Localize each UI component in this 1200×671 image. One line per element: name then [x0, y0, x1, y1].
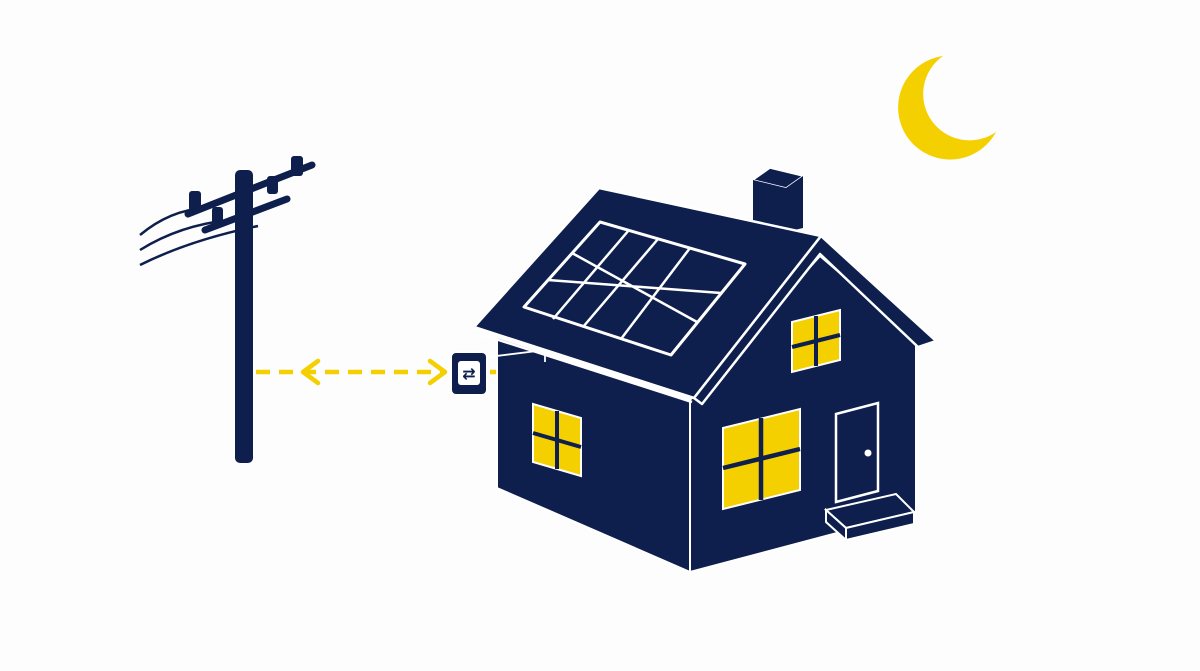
solar-panel-icon: [522, 220, 747, 357]
bidirectional-meter-icon: ⇄: [450, 351, 488, 396]
door-knob: [864, 449, 872, 457]
front-window: [722, 407, 801, 511]
chimney: [751, 167, 805, 232]
attic-window: [791, 308, 841, 374]
meter-glyph: ⇄: [462, 364, 475, 383]
front-steps: [823, 492, 916, 543]
side-window: [532, 402, 582, 478]
house-icon: [472, 167, 938, 574]
front-door: [834, 401, 880, 504]
crescent-moon-icon: [898, 56, 996, 160]
utility-pole-icon: [139, 156, 316, 463]
